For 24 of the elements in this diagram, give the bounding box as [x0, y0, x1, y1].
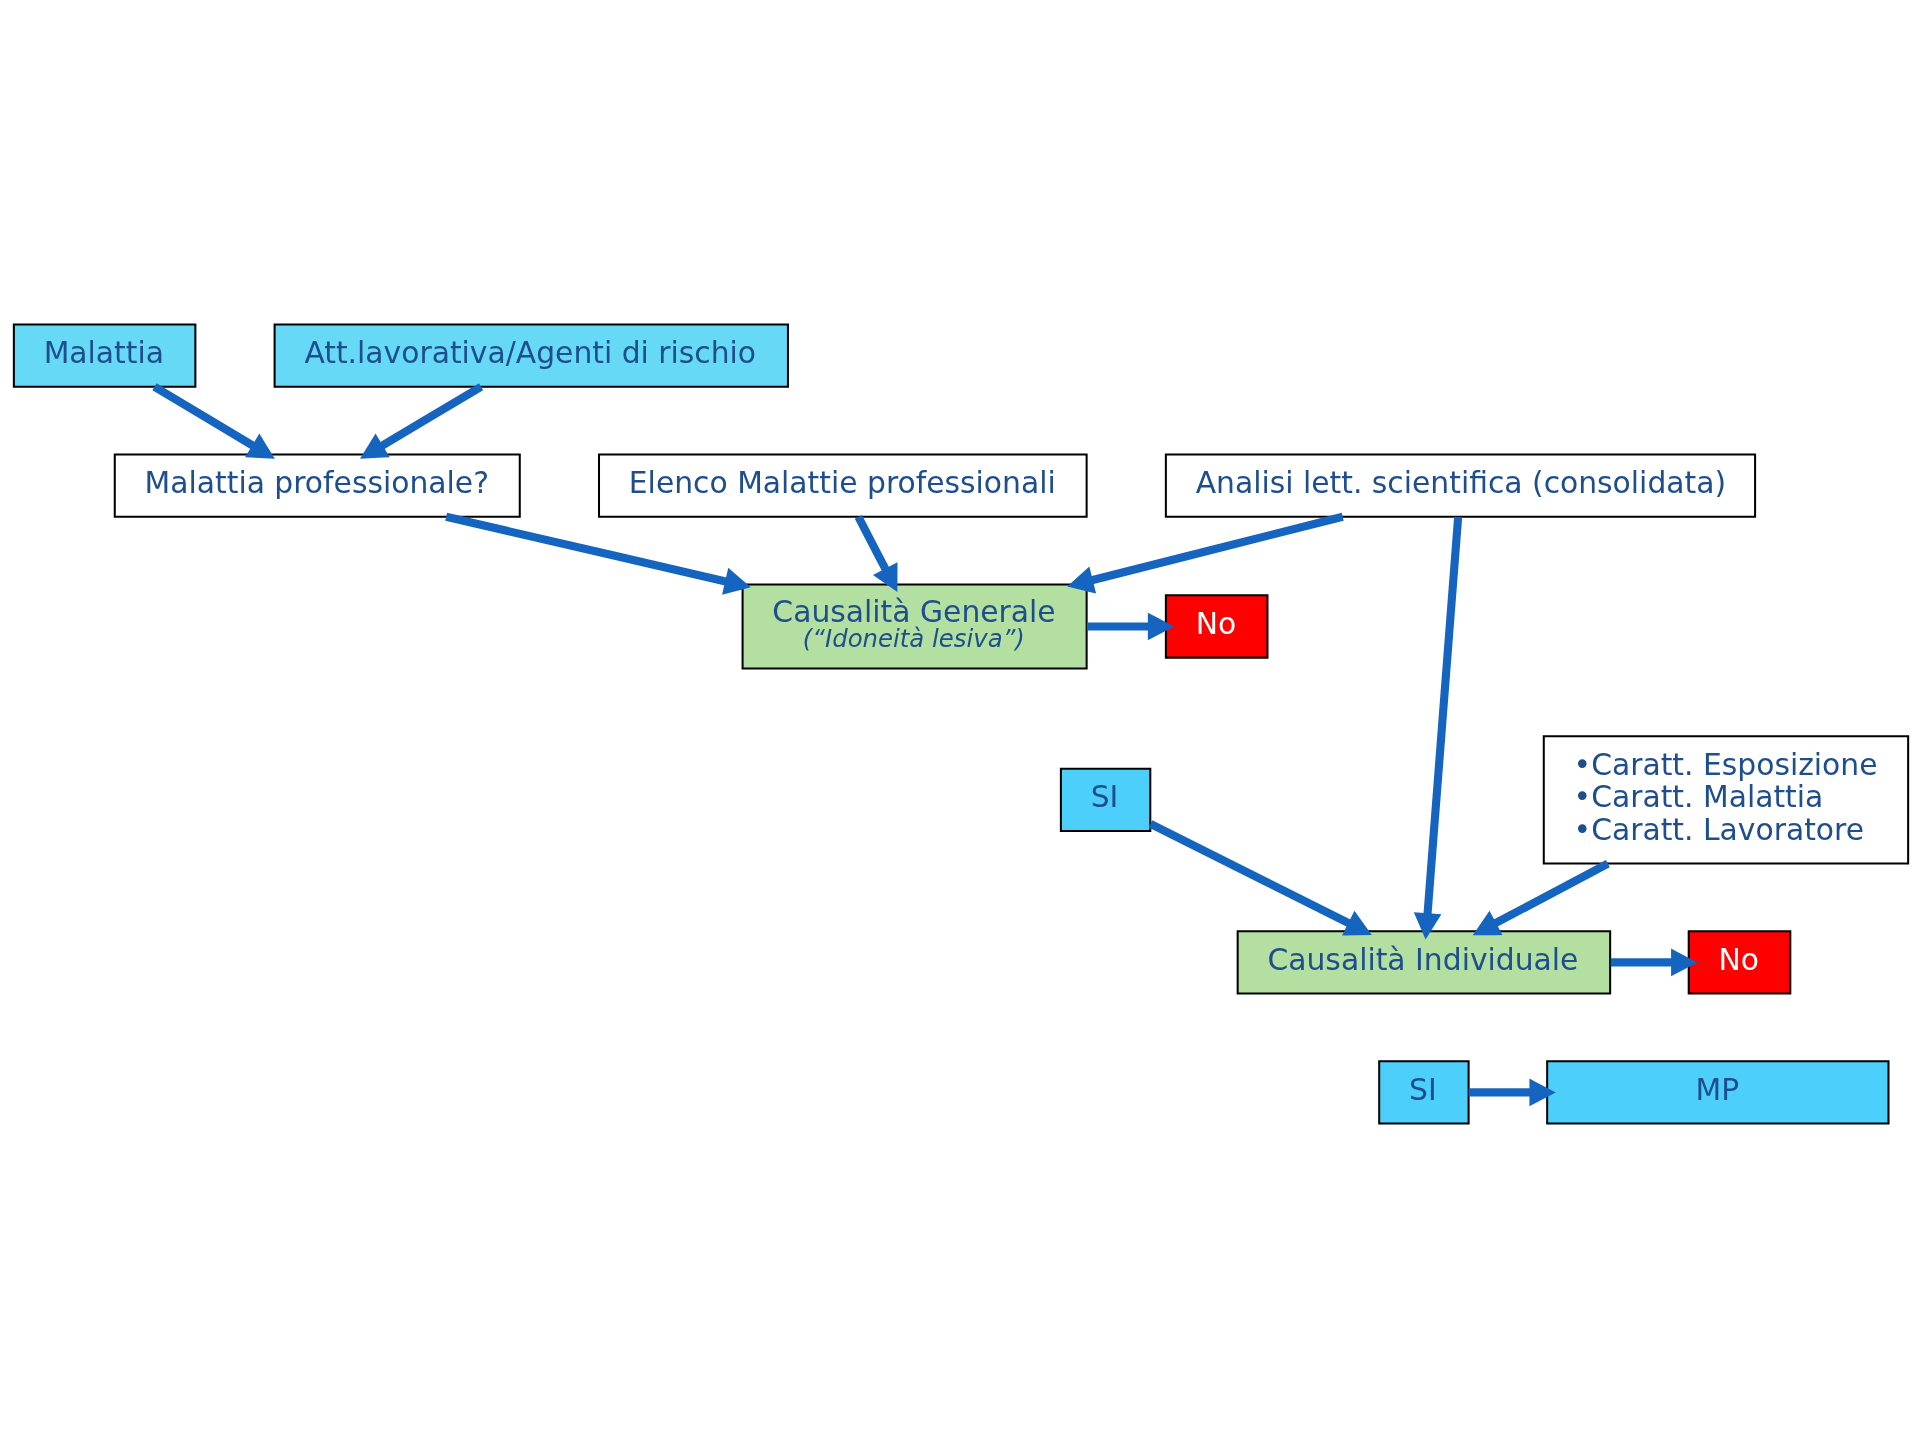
arrow: [854, 514, 898, 592]
node-box: Malattia professionale?: [113, 452, 521, 518]
arrow: [1086, 612, 1175, 640]
node-box: SI: [1059, 767, 1152, 832]
node-box: SI: [1378, 1059, 1470, 1125]
arrow: [1472, 859, 1610, 935]
arrow: [152, 382, 275, 459]
node-box: Att.lavorativa/Agenti di rischio: [273, 322, 789, 388]
node-box: Malattia: [12, 322, 197, 388]
node-box: Causalità Generale (“Idoneità lesiva”): [741, 582, 1088, 669]
node-box: •Caratt. Esposizione •Caratt. Malattia •Caratt. Lavoratore: [1542, 734, 1910, 865]
arrow: [1468, 1078, 1556, 1106]
arrow: [1610, 948, 1698, 976]
node-box: Causalità Individuale: [1236, 929, 1612, 995]
arrow: [1148, 819, 1372, 935]
arrow: [1067, 512, 1344, 593]
node-box: Analisi lett. scientifica (consolidata): [1164, 452, 1757, 518]
arrow: [1413, 516, 1463, 940]
arrow: [445, 512, 751, 595]
arrow: [360, 382, 484, 459]
node-box: No: [1687, 929, 1792, 995]
node-box: MP: [1546, 1059, 1890, 1125]
node-box: No: [1164, 593, 1269, 659]
node-box: Elenco Malattie professionali: [598, 452, 1088, 518]
